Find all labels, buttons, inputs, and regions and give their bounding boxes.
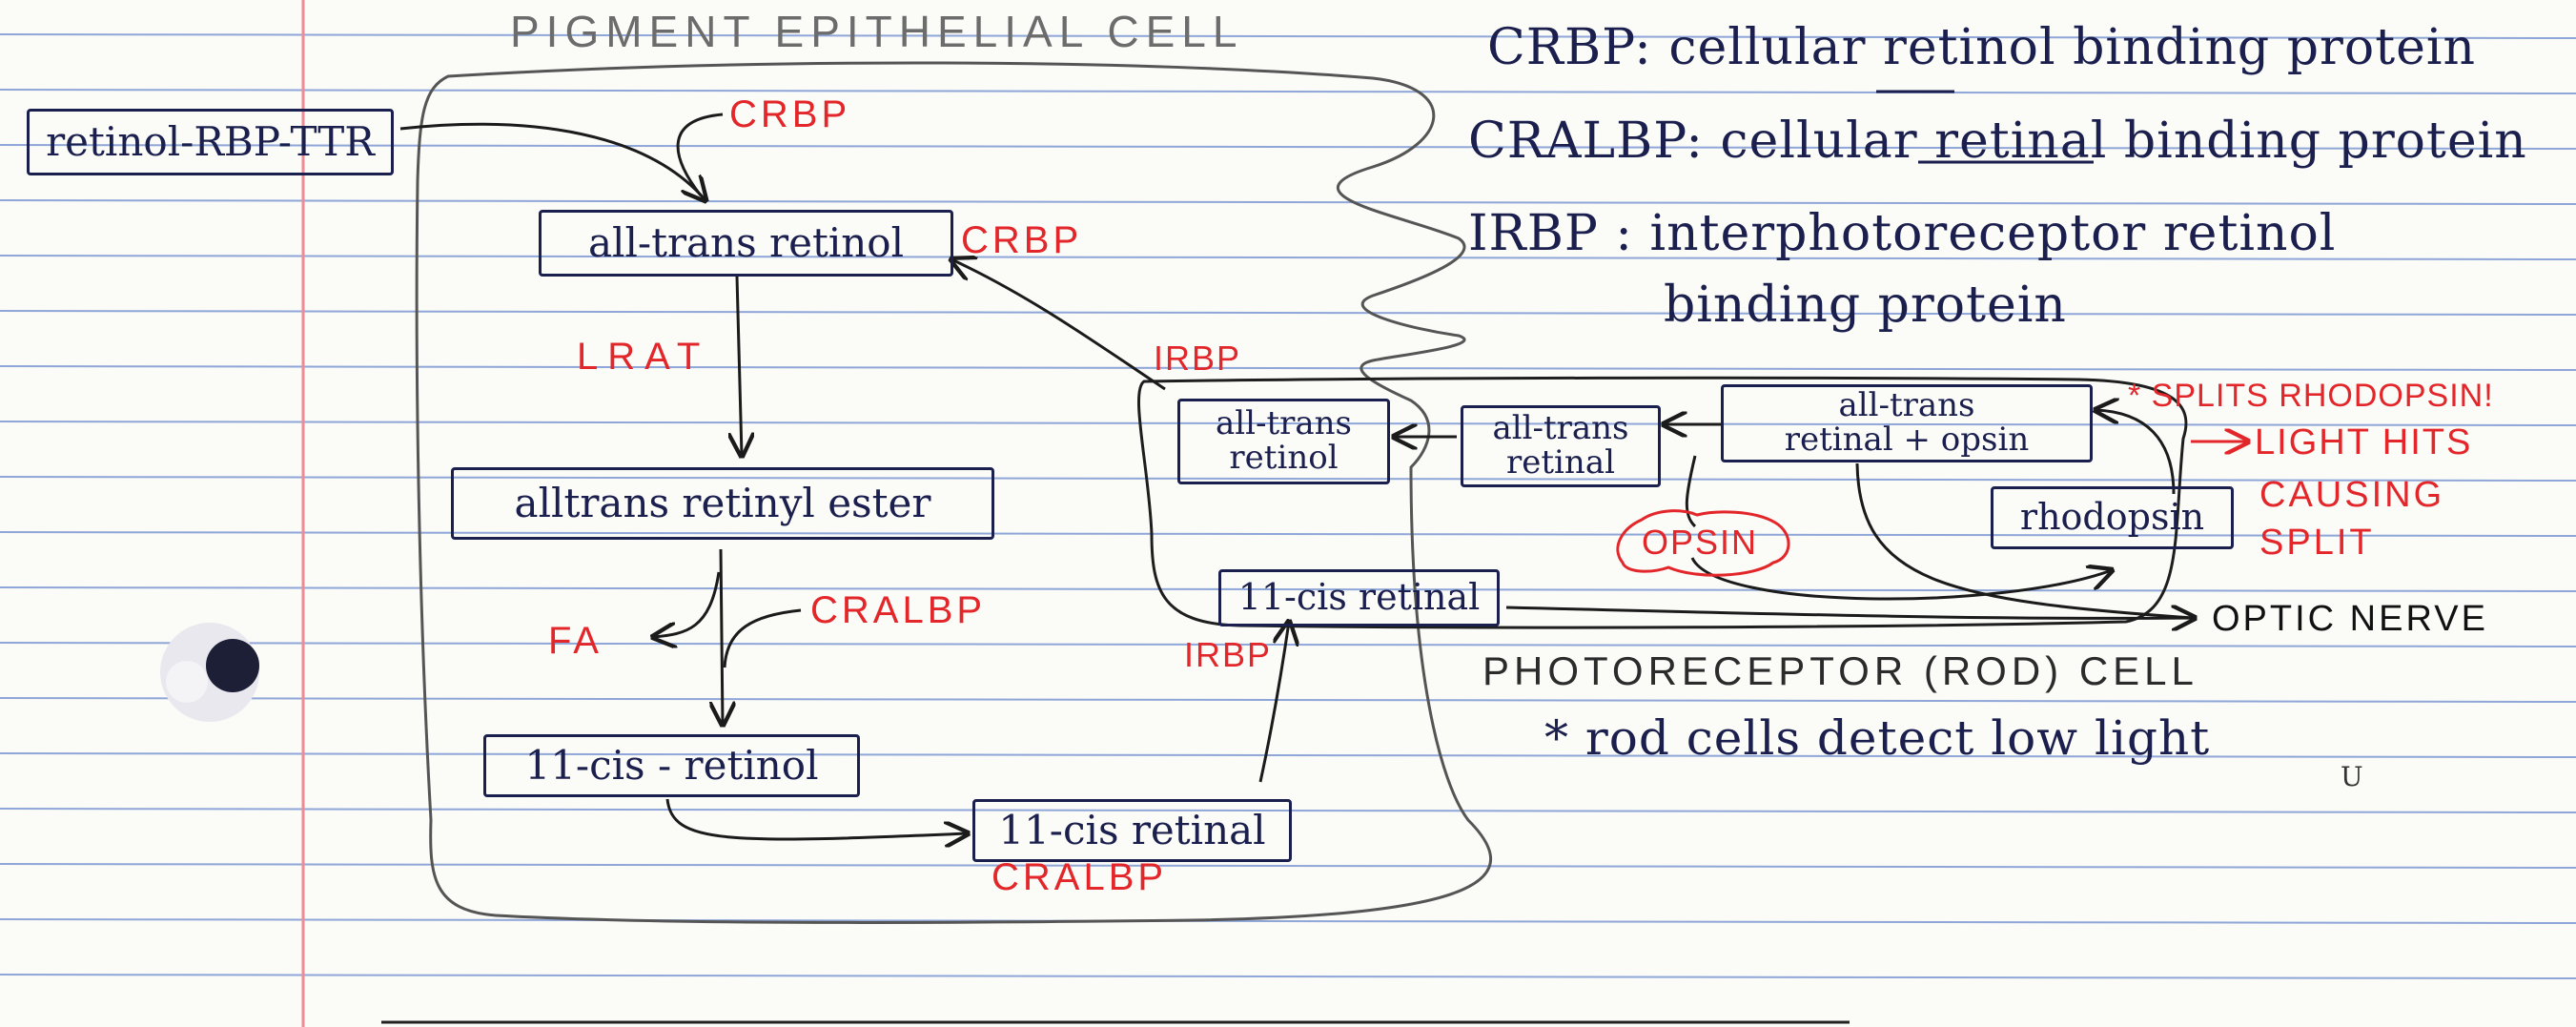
definition-irbp-line2: binding protein bbox=[1664, 277, 2067, 334]
arrow-rbp-to-retinol bbox=[399, 122, 705, 200]
label-lrat: LRAT bbox=[577, 336, 710, 378]
binder-hole bbox=[160, 623, 259, 722]
box-11-cis-retinol: 11-cis - retinol bbox=[483, 734, 860, 797]
retinal-opsin-line2: retinal + opsin bbox=[1784, 421, 2030, 459]
arrow-opsin-branch bbox=[1685, 455, 1697, 528]
stray-mark: U bbox=[2341, 761, 2364, 792]
arrow-to-fa bbox=[653, 571, 721, 637]
ruled-line bbox=[0, 255, 2576, 260]
ruled-lines bbox=[0, 33, 2576, 979]
box-rod-11-cis-retinal: 11-cis retinal bbox=[1218, 569, 1500, 626]
label-irbp-bottom: IRBP bbox=[1184, 635, 1273, 674]
box-rhodopsin: rhodopsin bbox=[1991, 486, 2234, 549]
box-rod-all-trans-retinol: all-trans retinol bbox=[1177, 399, 1390, 484]
ruled-line bbox=[0, 199, 2576, 205]
box-retinol-rbp-ttr: retinol-RBP-TTR bbox=[27, 109, 394, 175]
definition-irbp-line1: IRBP : interphotoreceptor retinol bbox=[1468, 205, 2337, 262]
box-all-trans-retinol: all-trans retinol bbox=[539, 210, 953, 277]
photoreceptor-cell-label: PHOTORECEPTOR (ROD) CELL bbox=[1482, 648, 2198, 693]
ruled-line bbox=[0, 476, 2576, 482]
definition-crbp: CRBP: cellular retinol binding protein bbox=[1487, 19, 2476, 76]
arrow-to-optic-nerve bbox=[1505, 607, 2195, 618]
rod-cells-note: * rod cells detect low light bbox=[1544, 710, 2211, 766]
arrow-opsin-to-rhodopsin bbox=[1690, 557, 2112, 601]
ruled-line bbox=[0, 33, 2576, 39]
label-light-hits: LIGHT HITS bbox=[2255, 422, 2473, 462]
ruled-line bbox=[0, 89, 2576, 94]
label-crbp-side: CRBP bbox=[961, 219, 1083, 261]
label-fa: FA bbox=[548, 620, 603, 662]
pigment-epithelial-cell-outline bbox=[415, 61, 1492, 924]
rod-all-trans-retinol-line1: all-trans bbox=[1215, 404, 1353, 443]
ruled-line bbox=[0, 752, 2576, 758]
label-irbp-top: IRBP bbox=[1154, 339, 1242, 378]
label-cralbp-bottom: CRALBP bbox=[992, 856, 1168, 898]
box-rod-all-trans-retinal: all-trans retinal bbox=[1461, 405, 1661, 487]
ruled-line bbox=[0, 531, 2576, 537]
rod-all-trans-retinal-line1: all-trans bbox=[1492, 409, 1629, 448]
photoreceptor-cell-outline bbox=[1137, 376, 2188, 629]
label-splits-rhodopsin: * SPLITS RHODOPSIN! bbox=[2128, 378, 2494, 414]
ruled-line bbox=[0, 642, 2576, 647]
arrow-oxidation bbox=[665, 798, 968, 839]
box-all-trans-retinal-opsin: all-trans retinal + opsin bbox=[1721, 384, 2093, 462]
ruled-line bbox=[0, 697, 2576, 703]
ruled-line bbox=[0, 310, 2576, 316]
arrow-rhodopsin-split bbox=[2096, 410, 2176, 495]
cralbp-join-arrow bbox=[723, 608, 802, 668]
arrow-irbp-to-rod bbox=[1258, 622, 1289, 783]
arrow-irbp-back bbox=[951, 259, 1166, 391]
definition-underlines bbox=[1876, 90, 2094, 164]
ruled-line bbox=[0, 974, 2576, 979]
ruled-line bbox=[0, 586, 2576, 592]
label-crbp-top: CRBP bbox=[729, 93, 851, 135]
pigment-epithelial-cell-label: PIGMENT EPITHELIAL CELL bbox=[510, 7, 1244, 56]
arrow-lrat bbox=[737, 276, 742, 456]
box-11-cis-retinal-pe: 11-cis retinal bbox=[972, 799, 1292, 862]
rod-all-trans-retinal-line2: retinal bbox=[1506, 443, 1615, 482]
label-causing: CAUSING bbox=[2259, 475, 2445, 515]
ruled-line bbox=[0, 365, 2576, 371]
ruled-line bbox=[0, 918, 2576, 924]
line-to-optic-nerve bbox=[1855, 462, 2194, 620]
arrow-ester-to-cisretinol bbox=[721, 548, 723, 725]
label-cralbp-mid: CRALBP bbox=[810, 589, 987, 631]
rod-all-trans-retinol-line2: retinol bbox=[1229, 439, 1339, 477]
opsin-cloud bbox=[1616, 509, 1790, 577]
crbp-join-arrow bbox=[676, 113, 724, 196]
box-all-trans-retinyl-ester: alltrans retinyl ester bbox=[451, 467, 994, 540]
label-optic-nerve: OPTIC NERVE bbox=[2212, 599, 2488, 639]
label-split: SPLIT bbox=[2259, 523, 2375, 563]
ruled-line bbox=[0, 863, 2576, 869]
ruled-line bbox=[0, 144, 2576, 150]
label-opsin: OPSIN bbox=[1642, 523, 1759, 562]
definition-cralbp: CRALBP: cellular retinal binding protein bbox=[1468, 113, 2527, 170]
retinal-opsin-line1: all-trans bbox=[1838, 386, 1975, 425]
